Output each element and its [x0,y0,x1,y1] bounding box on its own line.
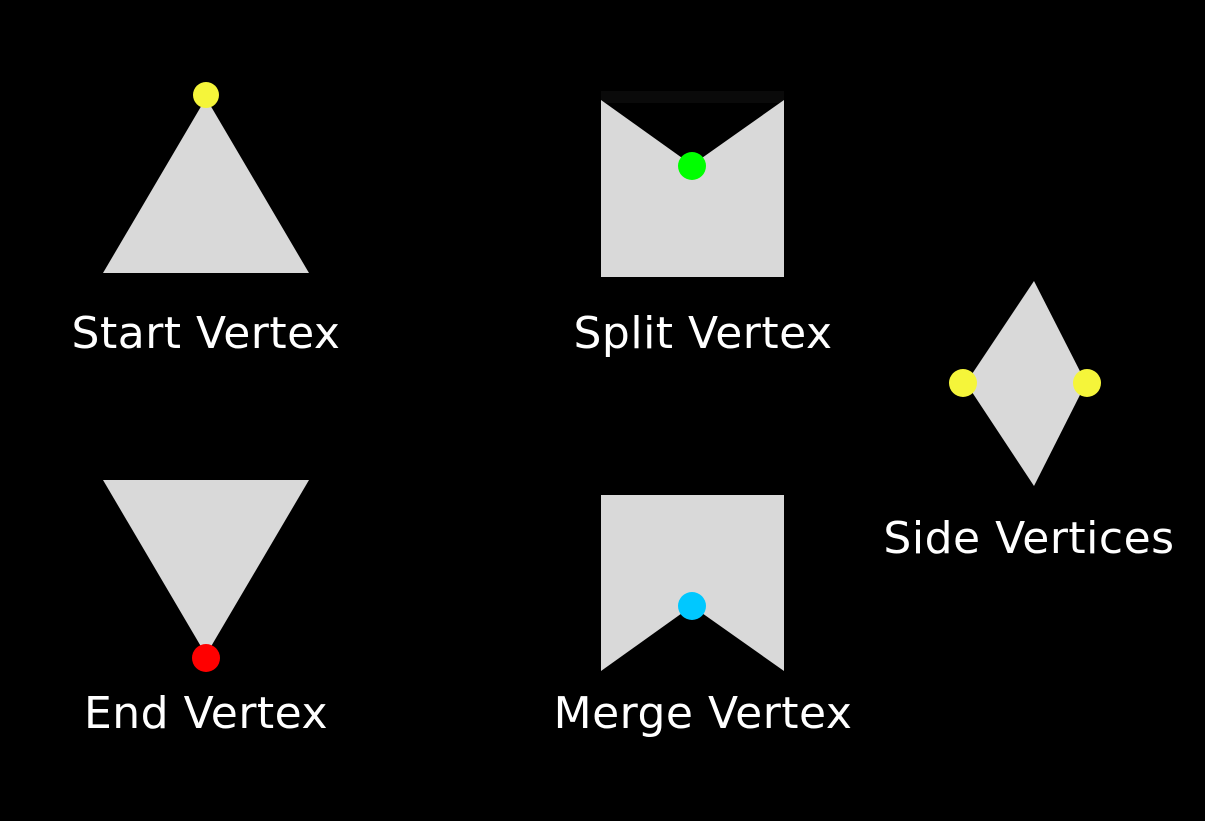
end-vertex-triangle [103,480,309,655]
merge-vertex-dot [678,592,706,620]
split-vertex-label: Split Vertex [574,308,833,359]
side-vertices-label: Side Vertices [883,513,1174,564]
merge-vertex-figure [601,495,784,671]
start-vertex-dot [193,82,219,108]
side-vertex-left-dot [949,369,977,397]
side-vertices-diamond [966,281,1086,486]
side-vertices-figure [949,281,1101,486]
end-vertex-dot [192,644,220,672]
split-vertex-notch-backdrop [601,91,784,103]
start-vertex-label: Start Vertex [72,308,341,359]
split-vertex-dot [678,152,706,180]
split-vertex-shape [601,100,784,277]
start-vertex-triangle [103,98,309,273]
split-vertex-figure [601,91,784,277]
start-vertex-figure [103,82,309,273]
end-vertex-figure [103,480,309,672]
merge-vertex-shape [601,495,784,671]
end-vertex-label: End Vertex [84,688,328,739]
merge-vertex-label: Merge Vertex [554,688,853,739]
side-vertex-right-dot [1073,369,1101,397]
